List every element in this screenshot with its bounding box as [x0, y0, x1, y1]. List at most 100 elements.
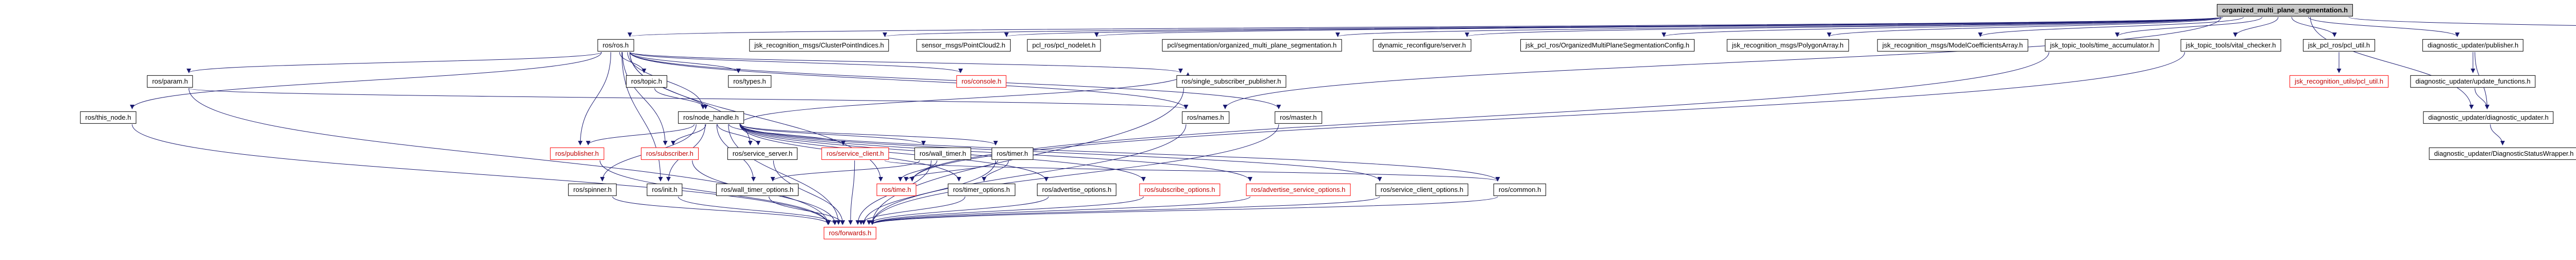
graph-node-dynr[interactable]: dynamic_reconfigure/server.h: [1372, 39, 1471, 52]
graph-node-topic[interactable]: ros/topic.h: [626, 75, 667, 88]
graph-node-init[interactable]: ros/init.h: [647, 183, 683, 197]
graph-node-tacc[interactable]: jsk_topic_tools/time_accumulator.h: [2045, 39, 2159, 52]
graph-node-jru[interactable]: jsk_recognition_utils/pcl_util.h: [2290, 75, 2388, 88]
graph-node-spin[interactable]: ros/spinner.h: [568, 183, 617, 197]
include-edge-ros_h-master: [630, 52, 1281, 109]
graph-node-common[interactable]: ros/common.h: [1493, 183, 1547, 197]
include-edge-aopt-fwd: [867, 196, 1049, 225]
graph-node-mca[interactable]: jsk_recognition_msgs/ModelCoefficientsAr…: [1877, 39, 2028, 52]
include-edge-top-dupd: [2310, 17, 2474, 109]
graph-node-vital[interactable]: jsk_topic_tools/vital_checker.h: [2180, 39, 2281, 52]
graph-node-tnode[interactable]: ros/this_node.h: [80, 111, 137, 124]
include-edge-ros_h-ssp: [630, 52, 1183, 73]
graph-node-nh[interactable]: ros/node_handle.h: [678, 111, 744, 124]
graph-node-sub[interactable]: ros/subscriber.h: [641, 147, 699, 160]
include-edge-dupd-dsw: [2490, 124, 2505, 145]
graph-node-master[interactable]: ros/master.h: [1275, 111, 1322, 124]
graph-node-param[interactable]: ros/param.h: [147, 75, 193, 88]
graph-node-wtim[interactable]: ros/wall_timer.h: [914, 147, 972, 160]
include-edge-names-fwd: [870, 124, 1187, 225]
include-edge-ros_h-console: [630, 52, 963, 73]
graph-node-dsw[interactable]: diagnostic_updater/DiagnosticStatusWrapp…: [2429, 147, 2576, 160]
graph-node-pub[interactable]: ros/publisher.h: [550, 147, 604, 160]
graph-node-pc2[interactable]: sensor_msgs/PointCloud2.h: [916, 39, 1011, 52]
graph-node-conf[interactable]: jsk_pcl_ros/OrganizedMultiPlaneSegmentat…: [1520, 39, 1694, 52]
graph-node-pnod[interactable]: pcl_ros/pcl_nodelet.h: [1027, 39, 1101, 52]
graph-node-wto[interactable]: ros/wall_timer_options.h: [716, 183, 799, 197]
include-edge-spin-fwd: [612, 196, 831, 225]
include-edge-ros_h-sub: [622, 52, 668, 145]
graph-node-ssp[interactable]: ros/single_subscriber_publisher.h: [1176, 75, 1286, 88]
include-edge-pub-fwd: [600, 160, 831, 225]
include-edge-param-names: [189, 88, 1188, 109]
include-edge-topts-fwd: [858, 196, 965, 225]
graph-node-dupf[interactable]: diagnostic_updater/update_functions.h: [2410, 75, 2536, 88]
include-edge-tim-topts: [981, 160, 1009, 182]
graph-node-pseg[interactable]: pcl/segmentation/organized_multi_plane_s…: [1162, 39, 1342, 52]
include-edge-top-tacc: [2115, 17, 2263, 37]
include-edge-nh-tim: [739, 124, 998, 145]
include-edge-nh-sub: [671, 124, 706, 145]
include-edge-top-pc2: [1005, 17, 2222, 37]
include-edge-top-pseg: [1335, 17, 2222, 37]
include-edge-top-cbn: [2348, 17, 2576, 26]
include-edge-ros_h-names: [630, 52, 1189, 109]
graph-node-dupd[interactable]: diagnostic_updater/diagnostic_updater.h: [2423, 111, 2554, 124]
include-edge-top-poly: [1827, 17, 2223, 37]
include-edge-top-pnod: [1094, 17, 2222, 37]
include-edge-top-conf: [1662, 17, 2222, 37]
graph-node-ssrv[interactable]: ros/service_server.h: [727, 147, 798, 160]
include-edge-dupf-dupd: [2475, 88, 2489, 109]
graph-node-topts[interactable]: ros/timer_options.h: [947, 183, 1015, 197]
include-edge-nh-common: [739, 124, 1500, 182]
include-edge-param-fwd: [189, 88, 831, 225]
include-edge-wtim-rtime: [898, 160, 938, 182]
include-edge-nh-ssp: [739, 72, 1191, 125]
graph-node-fwd[interactable]: ros/forwards.h: [823, 226, 877, 240]
graph-node-top[interactable]: organized_multi_plane_segmentation.h: [2216, 4, 2353, 17]
include-edge-init-fwd: [678, 196, 837, 225]
include-edge-nh-scopt: [739, 124, 1382, 182]
include-edge-master-fwd: [870, 124, 1279, 225]
include-edge-top-ros_h: [628, 17, 2222, 37]
include-edge-tnode-fwd: [132, 124, 831, 225]
include-edge-nh-ssrv: [717, 124, 761, 145]
include-edge-top-vital: [2233, 17, 2279, 37]
include-edge-ros_h-init: [621, 52, 663, 182]
include-edge-common-fwd: [870, 196, 1498, 225]
include-edge-top-dpub: [2308, 17, 2460, 37]
include-edge-wtim-wto: [770, 160, 920, 182]
include-edge-ssrv-fwd: [773, 160, 845, 225]
graph-node-scopt[interactable]: ros/service_client_options.h: [1375, 183, 1469, 197]
include-edge-tim-fwd: [861, 160, 996, 225]
graph-node-putil[interactable]: jsk_pcl_ros/pcl_util.h: [2303, 39, 2375, 52]
graph-node-rtime[interactable]: ros/time.h: [876, 183, 917, 197]
graph-node-tim[interactable]: ros/timer.h: [991, 147, 1033, 160]
include-edge-sopt-fwd: [870, 196, 1144, 225]
graph-node-asopt[interactable]: ros/advertise_service_options.h: [1246, 183, 1351, 197]
include-edge-ros_h-tnode: [130, 52, 602, 109]
include-edge-scli-common: [885, 160, 1500, 182]
include-edge-scopt-fwd: [870, 196, 1380, 225]
graph-node-cpi[interactable]: jsk_recognition_msgs/ClusterPointIndices…: [749, 39, 889, 52]
graph-node-poly[interactable]: jsk_recognition_msgs/PolygonArray.h: [1726, 39, 1849, 52]
graph-node-types[interactable]: ros/types.h: [728, 75, 771, 88]
graph-node-names[interactable]: ros/names.h: [1182, 111, 1229, 124]
graph-node-ros_h[interactable]: ros/ros.h: [597, 39, 634, 52]
include-edge-ros_h-pub: [578, 52, 612, 145]
include-edge-scli-fwd: [848, 160, 855, 225]
include-edge-nh-pub: [586, 124, 694, 145]
graph-node-sopt[interactable]: ros/subscribe_options.h: [1139, 183, 1221, 197]
include-edge-top-dynr: [1465, 17, 2222, 37]
include-edge-top-mca: [1978, 17, 2244, 37]
graph-node-console[interactable]: ros/console.h: [956, 75, 1007, 88]
graph-node-dpub[interactable]: diagnostic_updater/publisher.h: [2422, 39, 2524, 52]
include-edge-nh-wtim: [739, 124, 926, 145]
include-edge-nh-aopt: [739, 124, 1049, 182]
edge-group: [130, 17, 2576, 225]
graph-node-scli[interactable]: ros/service_client.h: [821, 147, 889, 160]
graph-node-aopt[interactable]: ros/advertise_options.h: [1037, 183, 1117, 197]
include-edge-nh-scli: [728, 124, 846, 145]
